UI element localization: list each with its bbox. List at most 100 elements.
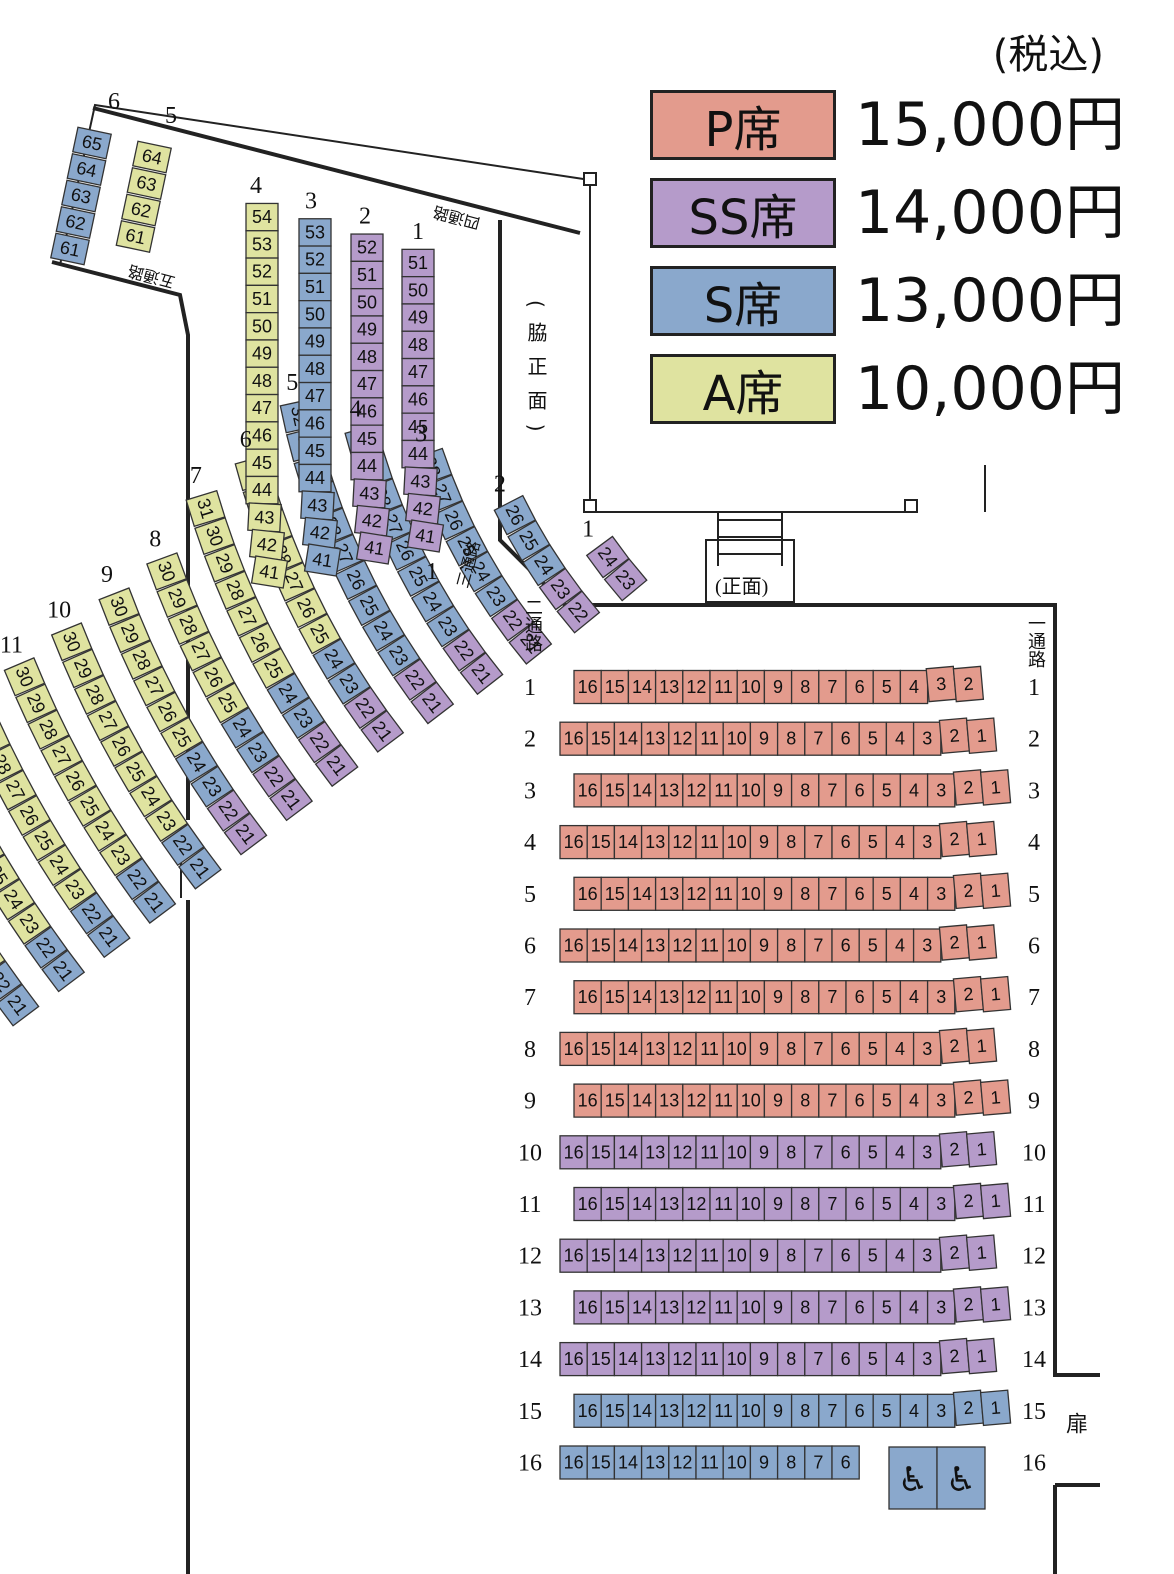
seat-side-r14-s22[interactable]: 22: [0, 960, 23, 1004]
seat-front-r13-s9[interactable]: 9: [763, 1290, 793, 1325]
seat-front-r2-s5[interactable]: 5: [858, 721, 888, 756]
seat-front-r14-s10[interactable]: 10: [722, 1341, 752, 1377]
seat-front-r6-s11[interactable]: 11: [695, 928, 724, 963]
seat-side-r8-s26[interactable]: 26: [192, 656, 236, 698]
seat-side-r7-s22[interactable]: 22: [297, 720, 342, 764]
seat-side-r8-s27[interactable]: 27: [179, 631, 222, 672]
seat-front-r10-s6[interactable]: 6: [831, 1135, 860, 1170]
seat-side-r8-s30[interactable]: 30: [146, 552, 188, 591]
seat-side-r13-s23[interactable]: 23: [7, 902, 52, 945]
seat-side-r5-s21[interactable]: 21: [410, 681, 455, 725]
seat-front-r4-s2[interactable]: 2: [938, 820, 971, 858]
seat-front-r7-s6[interactable]: 6: [845, 980, 874, 1015]
seat-side-r12-s25[interactable]: 25: [22, 819, 66, 862]
seat-side-r7-s21[interactable]: 21: [314, 744, 359, 788]
seat-front-r5-s5[interactable]: 5: [872, 876, 902, 911]
seat-front-r3-s12[interactable]: 12: [682, 773, 711, 808]
seat-front-r16-s9[interactable]: 9: [749, 1445, 779, 1480]
seat-front-r12-s5[interactable]: 5: [858, 1238, 888, 1273]
seat-front-r12-s12[interactable]: 12: [668, 1238, 697, 1273]
seat-side-r5-s23[interactable]: 23: [377, 634, 421, 677]
seat-side-r4-s23[interactable]: 23: [426, 605, 470, 648]
seat-side-r2-s22[interactable]: 22: [556, 590, 601, 634]
seat-front-r4-s8[interactable]: 8: [776, 824, 806, 860]
seat-upper-c2-s44[interactable]: 44: [350, 451, 384, 481]
seat-front-r6-s16[interactable]: 16: [559, 928, 588, 963]
seat-front-r11-s11[interactable]: 11: [709, 1186, 738, 1222]
seat-front-r1-s7[interactable]: 7: [818, 669, 847, 705]
seat-front-r3-s11[interactable]: 11: [709, 773, 738, 808]
seat-front-r16-s12[interactable]: 12: [668, 1445, 697, 1480]
seat-front-r8-s10[interactable]: 10: [722, 1031, 752, 1067]
seat-front-r13-s5[interactable]: 5: [872, 1290, 902, 1325]
seat-upper-c2-s52[interactable]: 52: [350, 233, 384, 262]
seat-front-r4-s4[interactable]: 4: [885, 824, 915, 860]
seat-front-r13-s7[interactable]: 7: [818, 1290, 847, 1325]
seat-front-r7-s1[interactable]: 1: [979, 975, 1012, 1013]
seat-side-r10-s26[interactable]: 26: [99, 725, 143, 768]
seat-side-r2-s26[interactable]: 26: [493, 494, 537, 536]
seat-side-r8-s24[interactable]: 24: [220, 706, 265, 749]
seat-side-r11-s30[interactable]: 30: [3, 657, 46, 697]
seat-front-r13-s1[interactable]: 1: [979, 1286, 1012, 1323]
seat-front-r4-s5[interactable]: 5: [858, 824, 888, 860]
seat-upper-c4-s53[interactable]: 53: [245, 230, 279, 259]
seat-front-r13-s13[interactable]: 13: [654, 1290, 684, 1325]
seat-side-r7-s31[interactable]: 31: [185, 489, 226, 528]
seat-upper-c1-s50[interactable]: 50: [401, 275, 435, 305]
seat-front-r6-s6[interactable]: 6: [831, 928, 860, 963]
seat-front-r11-s12[interactable]: 12: [682, 1186, 711, 1222]
seat-front-r2-s7[interactable]: 7: [804, 721, 833, 756]
seat-front-r8-s11[interactable]: 11: [695, 1031, 724, 1067]
seat-front-r5-s10[interactable]: 10: [736, 876, 766, 911]
seat-front-r4-s11[interactable]: 11: [695, 824, 724, 860]
seat-front-r16-s10[interactable]: 10: [722, 1445, 752, 1480]
seat-front-r11-s8[interactable]: 8: [790, 1186, 820, 1222]
seat-front-r5-s13[interactable]: 13: [654, 876, 684, 911]
seat-upper-c4-s41[interactable]: 41: [250, 555, 289, 589]
seat-side-r11-s22[interactable]: 22: [115, 857, 160, 901]
seat-side-r10-s28[interactable]: 28: [73, 674, 117, 715]
seat-side-r3-s25[interactable]: 25: [445, 525, 489, 567]
seat-front-r2-s10[interactable]: 10: [722, 721, 752, 756]
seat-upper-c4-s46[interactable]: 46: [245, 421, 279, 450]
seat-side-r9-s26[interactable]: 26: [146, 691, 190, 733]
seat-front-r9-s14[interactable]: 14: [627, 1083, 657, 1118]
seat-side-r9-s29[interactable]: 29: [109, 613, 151, 654]
seat-side-r9-s23[interactable]: 23: [190, 765, 234, 808]
seat-front-r12-s8[interactable]: 8: [776, 1238, 806, 1273]
seat-side-r9-s30[interactable]: 30: [98, 587, 140, 627]
seat-upper-c4-s44[interactable]: 44: [245, 475, 279, 505]
seat-side-r12-s23[interactable]: 23: [53, 868, 97, 911]
seat-front-r2-s14[interactable]: 14: [613, 721, 643, 756]
seat-front-r10-s5[interactable]: 5: [858, 1135, 888, 1170]
seat-side-r12-s28[interactable]: 28: [0, 743, 24, 785]
seat-side-r8-s29[interactable]: 29: [156, 578, 198, 619]
seat-front-r12-s7[interactable]: 7: [804, 1238, 833, 1273]
seat-side-r13-s24[interactable]: 24: [0, 878, 36, 921]
seat-upper-c2-s48[interactable]: 48: [350, 342, 384, 372]
seat-upper-c4-s50[interactable]: 50: [245, 311, 279, 341]
seat-side-r7-s28[interactable]: 28: [214, 570, 257, 610]
seat-front-r9-s3[interactable]: 3: [926, 1083, 956, 1118]
seat-front-r14-s8[interactable]: 8: [776, 1341, 806, 1377]
seat-upper-c1-s49[interactable]: 49: [401, 303, 435, 332]
seat-front-r3-s13[interactable]: 13: [654, 773, 684, 808]
seat-side-r11-s23[interactable]: 23: [98, 833, 143, 877]
seat-front-r5-s1[interactable]: 1: [979, 872, 1012, 910]
seat-front-r7-s10[interactable]: 10: [736, 980, 766, 1015]
seat-front-r10-s11[interactable]: 11: [695, 1135, 724, 1170]
seat-front-r2-s9[interactable]: 9: [749, 721, 779, 756]
seat-front-r4-s1[interactable]: 1: [965, 820, 998, 858]
seat-corner-c5-s64[interactable]: 64: [132, 140, 172, 174]
seat-upper-c3-s43[interactable]: 43: [300, 490, 335, 521]
seat-front-r15-s7[interactable]: 7: [818, 1393, 847, 1428]
seat-side-r2-s25[interactable]: 25: [507, 519, 551, 562]
seat-front-r1-s13[interactable]: 13: [654, 669, 684, 705]
seat-front-r4-s15[interactable]: 15: [586, 824, 616, 860]
seat-side-r10-s30[interactable]: 30: [50, 622, 93, 662]
seat-side-r7-s23[interactable]: 23: [281, 696, 326, 740]
seat-side-r12-s27[interactable]: 27: [0, 769, 37, 811]
seat-side-r12-s24[interactable]: 24: [37, 844, 82, 887]
seat-front-r4-s10[interactable]: 10: [722, 824, 752, 860]
